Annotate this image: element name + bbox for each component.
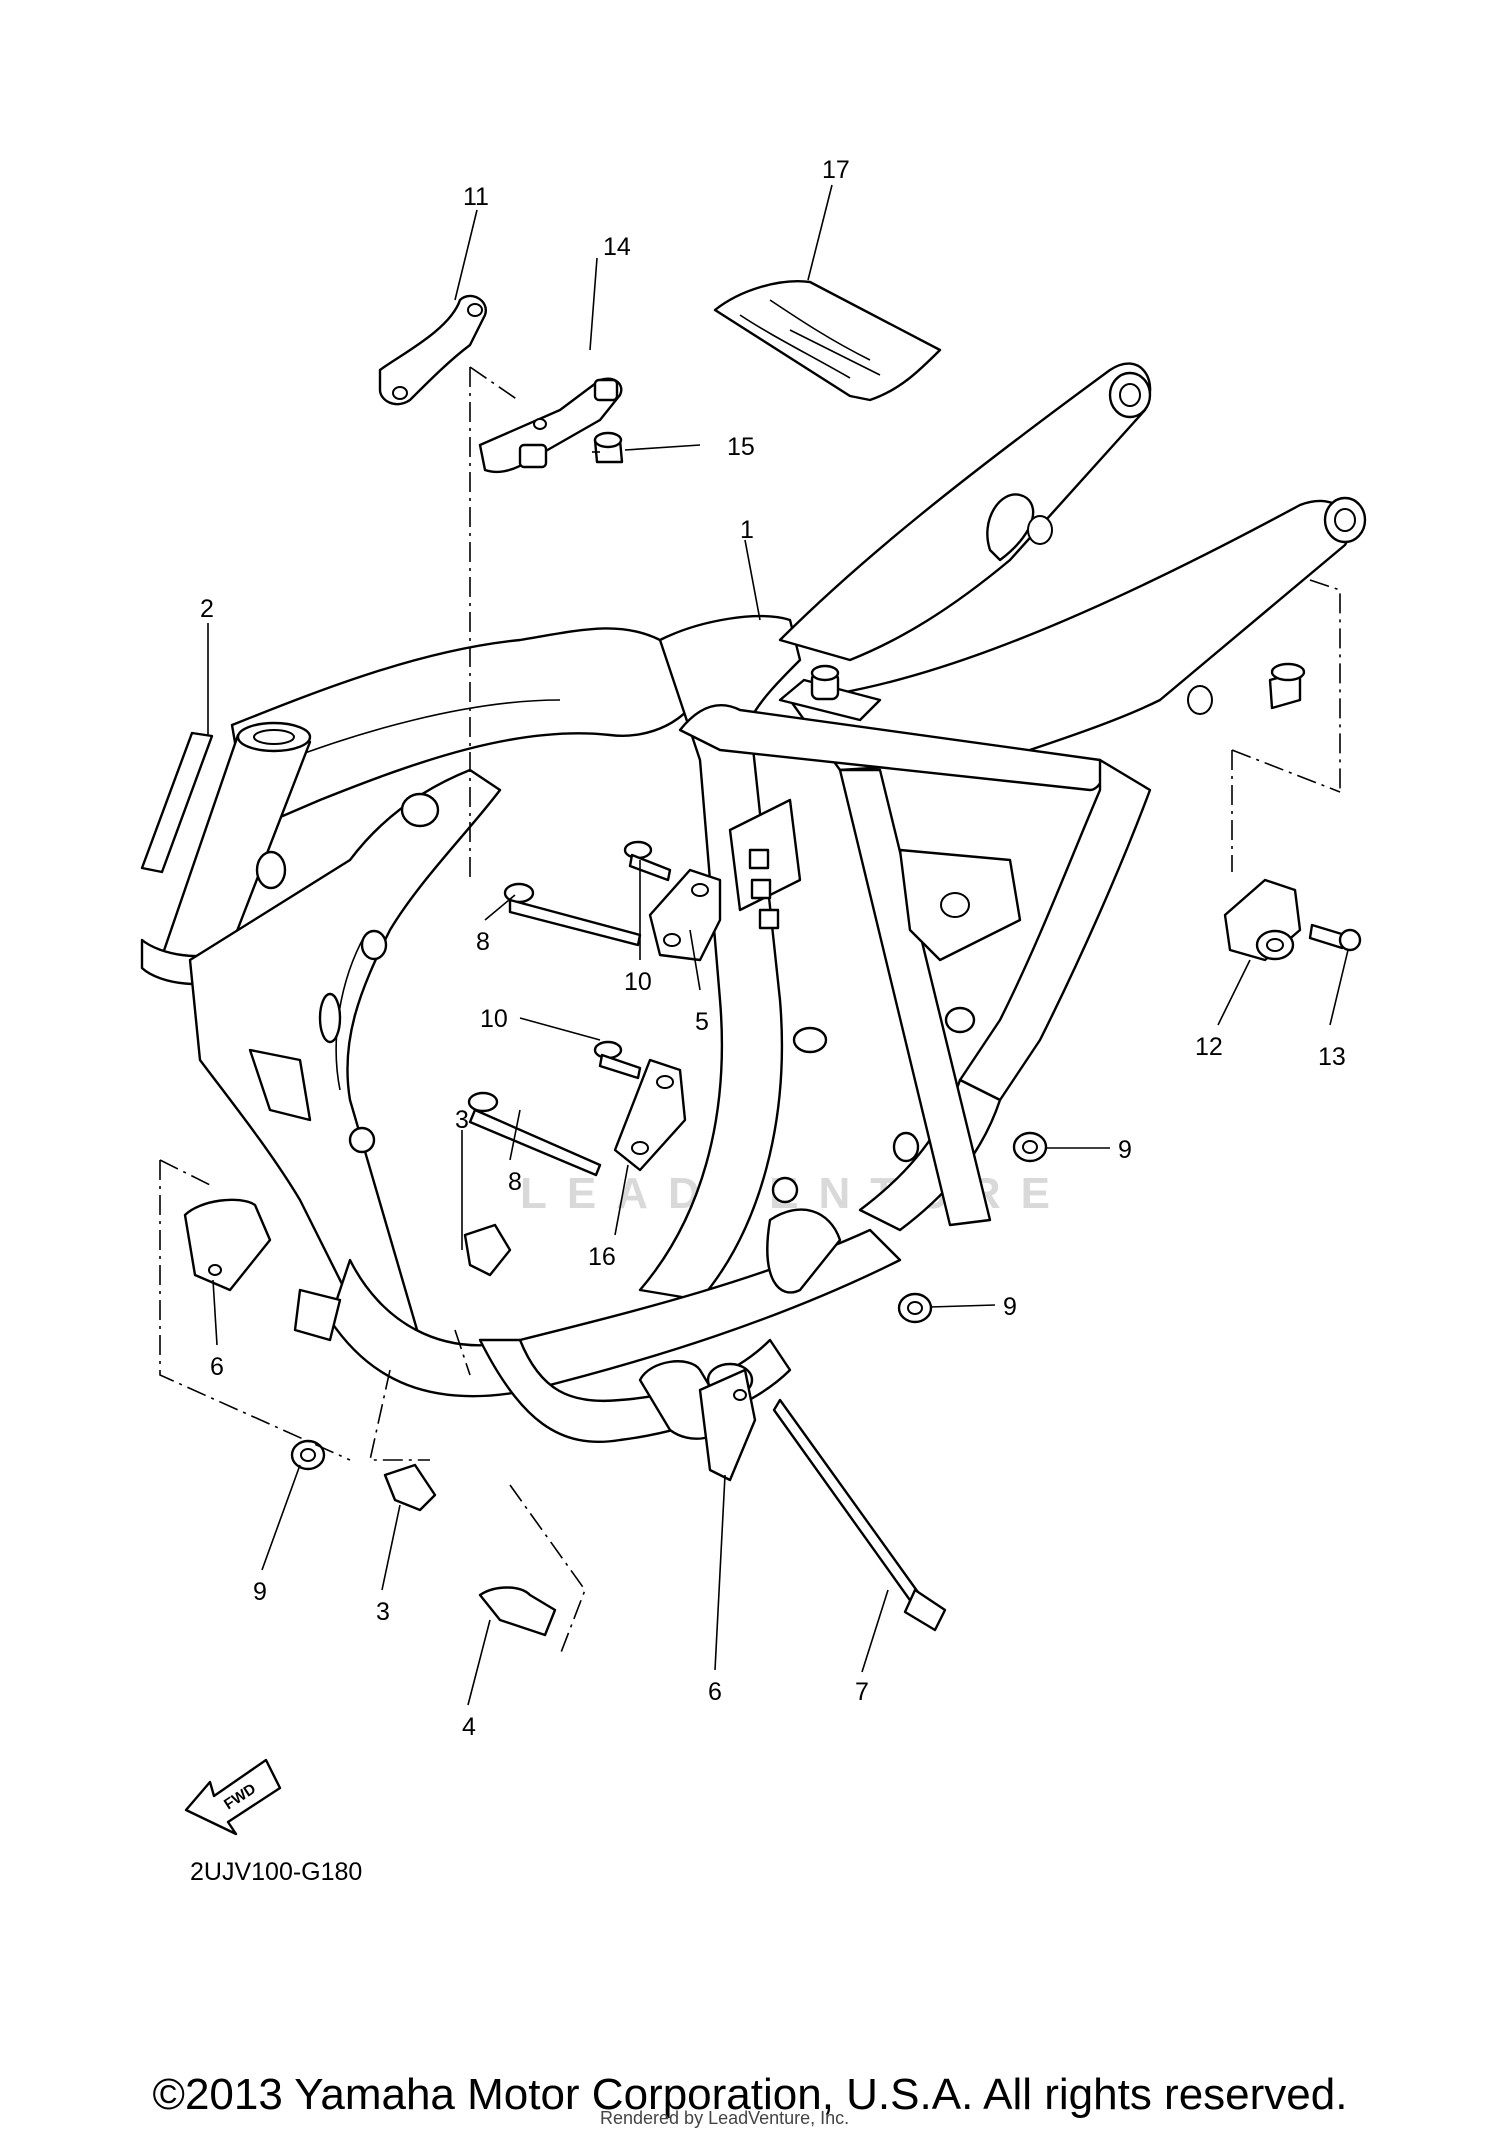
- bolt-part-8b: [467, 1091, 602, 1177]
- main-frame: [140, 362, 1367, 1444]
- callout-7: 7: [855, 1678, 869, 1706]
- callout-17: 17: [822, 156, 850, 184]
- callout-12: 12: [1195, 1033, 1223, 1061]
- callout-6-left: 6: [210, 1353, 224, 1381]
- clamp-part-4: [478, 1586, 557, 1637]
- callout-11: 11: [463, 183, 489, 211]
- callout-8-upper: 8: [476, 928, 490, 956]
- bolt-part-8a: [503, 882, 642, 947]
- callout-8-lower: 8: [508, 1168, 522, 1196]
- plate-part-6a: [183, 1198, 272, 1292]
- drawing-code: 2UJV100-G180: [190, 1858, 363, 1886]
- plate-part-6b: [698, 1368, 757, 1482]
- rendered-by-notice: Rendered by LeadVenture, Inc.: [600, 2108, 850, 2128]
- clamp-part-3a: [463, 1223, 512, 1277]
- callout-15: 15: [727, 433, 755, 461]
- copyright-notice: ©2013 Yamaha Motor Corporation, U.S.A. A…: [152, 2070, 1348, 2119]
- pad-part-17: [713, 280, 942, 402]
- callout-5: 5: [695, 1008, 709, 1036]
- callout-leaders: [207, 184, 1349, 1706]
- bolt-part-10b: [593, 1040, 642, 1080]
- callout-1: 1: [740, 516, 754, 544]
- callout-3-upper: 3: [455, 1106, 469, 1134]
- callout-9-lower: 9: [253, 1578, 267, 1606]
- callout-16: 16: [588, 1243, 616, 1271]
- bolt-part-15: [592, 431, 624, 464]
- nut-part-9c: [290, 1439, 326, 1471]
- callout-3-lower: 3: [376, 1598, 390, 1626]
- fwd-arrow-icon: FWD: [184, 1758, 282, 1836]
- callout-labels: 1 2 3 3 4 5 6 6 7 8 8 9 9 9 10 10 11 12 …: [200, 156, 1346, 1741]
- nut-part-9b: [897, 1292, 933, 1324]
- clamp-part-3b: [383, 1463, 437, 1512]
- callout-9-upper: 9: [1118, 1136, 1132, 1164]
- decal-strip-part-2: [140, 731, 214, 874]
- bolt-part-13: [1308, 923, 1362, 952]
- plate-part-5: [648, 868, 722, 962]
- bracket-part-11: [378, 294, 487, 406]
- callout-6-right: 6: [708, 1678, 722, 1706]
- callout-4: 4: [462, 1713, 476, 1741]
- bracket-part-12: [1223, 878, 1302, 962]
- bracket-part-14: [478, 377, 623, 474]
- nut-part-9a: [1012, 1131, 1048, 1163]
- callout-10-lower: 10: [480, 1005, 508, 1033]
- assembly-lines: [159, 366, 1341, 1656]
- callout-2: 2: [200, 595, 214, 623]
- plate-part-16: [613, 1058, 687, 1172]
- callout-9-middle: 9: [1003, 1293, 1017, 1321]
- bolt-part-7: [772, 1398, 947, 1632]
- callout-14: 14: [603, 233, 631, 261]
- bolt-part-10a: [623, 840, 672, 882]
- callout-10-upper: 10: [624, 968, 652, 996]
- callout-13: 13: [1318, 1043, 1346, 1071]
